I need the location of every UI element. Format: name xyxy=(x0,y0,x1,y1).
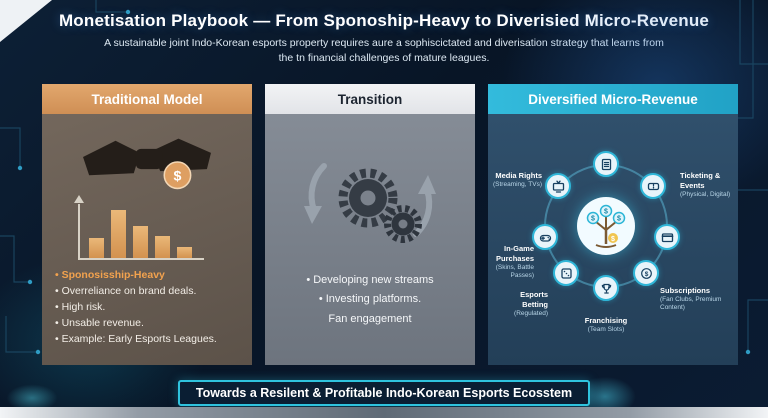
ring-item-label: In-Game Purchases xyxy=(496,244,534,263)
ring-item-sub: (Streaming, TVs) xyxy=(492,180,542,188)
tv-icon xyxy=(545,173,571,199)
bar-chart-icon xyxy=(74,195,204,260)
transition-bullet-list: • Developing new streams • Investing pla… xyxy=(265,271,475,329)
bullet-high-risk: • High risk. xyxy=(55,301,106,313)
bullet-unstable-revenue: • Unsable revenue. xyxy=(55,317,144,329)
bullet-example-leagues: • Example: Early Esports Leagues. xyxy=(55,333,217,345)
traditional-bullet-list: • Sponosisship-Heavy • Overreliance on b… xyxy=(42,269,252,345)
ring-item-label: Subscriptions xyxy=(660,286,711,295)
diversified-header: Diversified Micro-Revenue xyxy=(488,84,738,114)
traditional-header: Traditional Model xyxy=(42,84,252,114)
bullet-sponsorship-heavy: • Sponosisship-Heavy xyxy=(55,269,165,281)
page-title: Monetisation Playbook — From Sponoship-H… xyxy=(58,11,710,30)
ring-item-sub: (Fan Clubs, Premium Content) xyxy=(660,295,722,312)
transition-header: Transition xyxy=(265,84,475,114)
axis-arrow-icon xyxy=(74,195,84,203)
bottom-edge-strip xyxy=(0,407,768,418)
label-ticketing-events: Ticketing & Events (Physical, Digital) xyxy=(680,171,738,199)
bullet-overreliance: • Overreliance on brand deals. xyxy=(55,285,197,297)
money-tree-icon: $ $ $ $ xyxy=(577,197,635,255)
footer-banner-text: Towards a Resilent & Profitable Indo-Kor… xyxy=(195,386,573,400)
gears-cycle-icon xyxy=(265,142,475,257)
ring-item-sub: (Skins, Battle Passes) xyxy=(495,263,534,279)
panel-traditional-model: Traditional Model $ xyxy=(42,84,252,365)
gamepad-icon xyxy=(532,224,558,250)
ticket-icon xyxy=(640,173,666,199)
footer-banner: Towards a Resilent & Profitable Indo-Kor… xyxy=(178,380,590,406)
traditional-body: $ • Sponosisship-Heavy • Overreliance on… xyxy=(42,114,252,365)
svg-text:$: $ xyxy=(611,236,615,243)
bar xyxy=(133,226,148,258)
bar xyxy=(89,238,104,258)
page-subtitle: A sustainable joint Indo-Korean esports … xyxy=(0,36,768,65)
svg-text:$: $ xyxy=(644,270,648,277)
label-in-game-purchases: In-Game Purchases (Skins, Battle Passes) xyxy=(488,244,534,280)
label-subscriptions: Subscriptions (Fan Clubs, Premium Conten… xyxy=(660,286,736,313)
handshake-dollar-icon: $ xyxy=(42,122,252,202)
bullet-investing-platforms: • Investing platforms. xyxy=(318,293,422,306)
ring-item-label: Ticketing & Events xyxy=(680,171,721,190)
bar xyxy=(111,210,126,258)
trophy-icon xyxy=(593,275,619,301)
ring-item-sub: (Physical, Digital) xyxy=(680,190,731,198)
ring-item-label: Media Rights xyxy=(495,171,542,180)
svg-text:$: $ xyxy=(617,216,621,223)
bullet-fan-engagement: Fan engagement xyxy=(328,312,412,325)
coin-icon: $ xyxy=(633,260,659,286)
svg-text:$: $ xyxy=(591,216,595,223)
columns-row: Traditional Model $ xyxy=(42,84,738,365)
subtitle-line-1: A sustainable joint Indo-Korean esports … xyxy=(104,37,664,49)
bar xyxy=(155,236,170,258)
panel-diversified-micro-revenue: Diversified Micro-Revenue $ $ xyxy=(488,84,738,365)
revenue-ring-diagram: $ $ $ $ xyxy=(488,114,738,364)
diversified-body: $ $ $ $ xyxy=(488,114,738,365)
list-document-icon xyxy=(593,151,619,177)
subtitle-line-2: the tn financial challenges of mature le… xyxy=(278,51,490,64)
dice-icon xyxy=(553,260,579,286)
transition-body: • Developing new streams • Investing pla… xyxy=(265,114,475,365)
label-franchising: Franchising (Team Slots) xyxy=(566,316,646,334)
bullet-developing-streams: • Developing new streams xyxy=(306,274,434,286)
svg-text:$: $ xyxy=(604,209,608,216)
ring-item-sub: (Team Slots) xyxy=(587,325,625,333)
ring-item-sub: (Regulated) xyxy=(514,309,548,317)
label-esports-betting: Esports Betting (Regulated) xyxy=(496,290,548,318)
ring-item-label: Franchising xyxy=(584,316,628,325)
bar xyxy=(177,247,192,258)
ring-item-label: Esports Betting xyxy=(520,290,548,309)
label-media-rights: Media Rights (Streaming, TVs) xyxy=(488,171,542,189)
panel-transition: Transition xyxy=(265,84,475,365)
card-icon xyxy=(654,224,680,250)
svg-text:$: $ xyxy=(174,168,182,184)
